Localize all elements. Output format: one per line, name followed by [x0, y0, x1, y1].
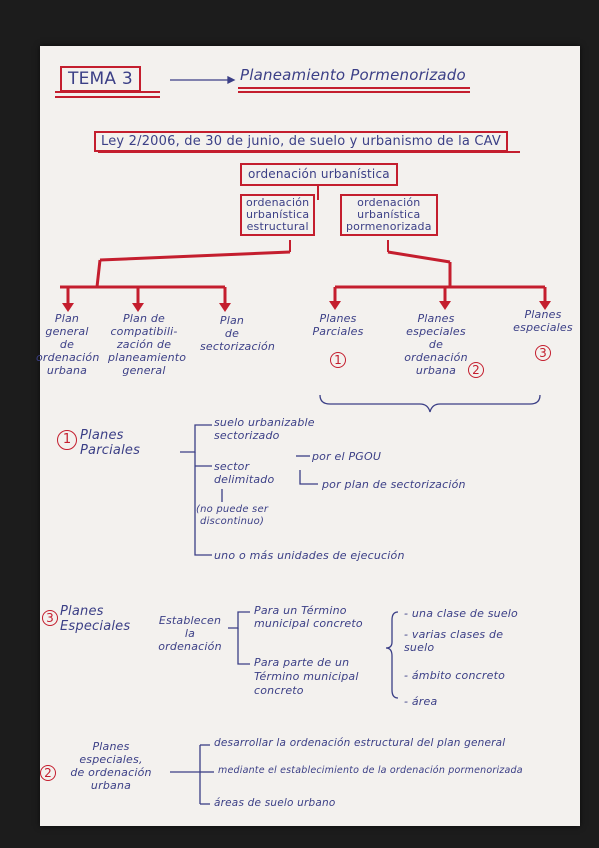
section2-number: 2	[40, 765, 56, 781]
section2-item-desarrollar: desarrollar la ordenación estructural de…	[214, 737, 506, 749]
section1-item-unidades: uno o más unidades de ejecución	[214, 549, 405, 562]
leaf-plan-compatibilizacion: Plan de compatibili- zación de planeamie…	[108, 312, 187, 377]
leaf-planes-especiales: Planes especiales	[513, 308, 573, 334]
section3-list-una-clase: - una clase de suelo	[404, 607, 518, 620]
root-node: ordenación urbanística	[240, 163, 398, 186]
section3-title: Planes Especiales	[60, 604, 131, 634]
section1-number: 1	[57, 430, 77, 450]
section1-item-sector: sector delimitado	[214, 460, 275, 486]
section1-title: Planes Parciales	[80, 428, 141, 458]
section1-item-suelo: suelo urbanizable sectorizado	[214, 416, 315, 442]
law-title: Ley 2/2006, de 30 de junio, de suelo y u…	[94, 131, 509, 152]
leaf-number-3: 3	[535, 345, 551, 361]
section2-item-areas: áreas de suelo urbano	[214, 797, 336, 809]
section1-item-discontinuo: (no puede ser discontinuo)	[196, 504, 269, 527]
section3-number: 3	[42, 610, 58, 626]
section1-item-plan-sectorizacion: por plan de sectorización	[322, 478, 466, 491]
section3-branch-parte: Para parte de un Término municipal concr…	[254, 656, 359, 697]
section3-branch-termino: Para un Término municipal concreto	[254, 604, 363, 630]
tema-label: TEMA 3	[60, 66, 141, 92]
section1-item-pgou: por el PGOU	[312, 450, 382, 463]
leaf-number-1: 1	[330, 352, 346, 368]
section3-list-varias: - varias clases de suelo	[404, 628, 504, 654]
leaf-planes-parciales: Planes Parciales	[312, 312, 364, 338]
section2-title: Planes especiales, de ordenación urbana	[70, 740, 152, 792]
notebook-page	[40, 46, 580, 826]
leaf-number-2: 2	[468, 362, 484, 378]
leaf-plan-sectorizacion: Plan de sectorización	[200, 314, 276, 353]
section3-establecen: Establecen la ordenación	[158, 614, 222, 653]
section3-list-area: - área	[404, 695, 438, 708]
leaf-plan-general: Plan general de ordenación urbana	[36, 312, 100, 377]
leaf-planes-especiales-ordenacion: Planes especiales de ordenación urbana	[404, 312, 468, 377]
structural-node: ordenación urbanística estructural	[240, 194, 316, 236]
section3-list-ambito: - ámbito concreto	[404, 669, 506, 682]
section2-item-mediante: mediante el establecimiento de la ordena…	[218, 765, 523, 776]
detailed-node: ordenación urbanística pormenorizada	[340, 194, 438, 236]
page-heading: Planeamiento Pormenorizado	[240, 66, 466, 84]
